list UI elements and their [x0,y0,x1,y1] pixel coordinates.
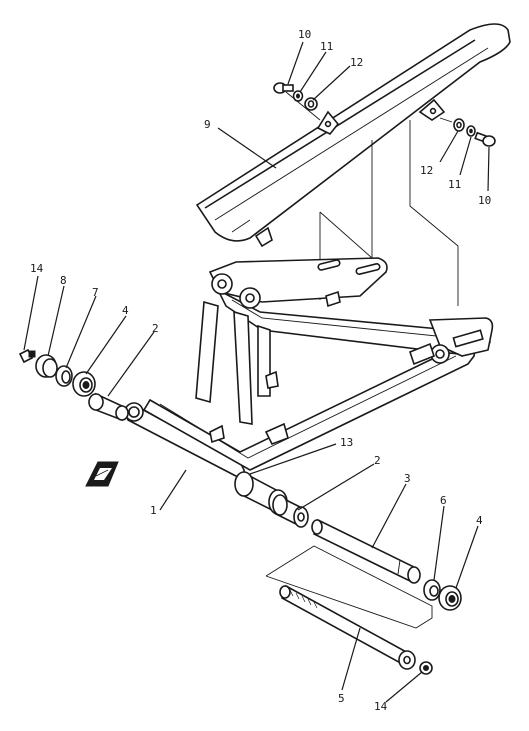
callout-14-left: 14 [30,262,44,275]
grommet-12-right [453,118,465,132]
callout-12-right: 12 [420,164,433,177]
bolt-10-left [273,82,294,94]
callout-11-left: 11 [320,40,333,53]
swingarm [124,257,494,478]
chain-case [195,23,511,248]
lower-bolt-5 [279,584,416,670]
callout-4-left: 4 [122,304,129,317]
left-pivot-stack [18,348,129,422]
grease-nipple-14-left [18,348,36,364]
thrust-cover-4-right [438,585,462,611]
washer-11-right [466,125,476,137]
callout-8: 8 [60,274,67,287]
callout-10-right: 10 [478,194,491,207]
callout-5: 5 [338,692,345,705]
thrust-cover-4-left [72,371,96,397]
callout-11-right: 11 [448,178,461,191]
seal-6 [423,579,441,601]
bush-2-right [272,494,309,528]
pivot-shaft-3 [311,518,421,584]
right-pivot-stack [234,471,462,611]
callout-7: 7 [92,286,99,299]
washer-11-left [292,90,304,102]
left-fastener-group [273,82,318,111]
callout-2-left: 2 [152,322,159,335]
front-direction-icon [85,461,119,487]
callout-4-right: 4 [476,514,483,527]
callout-9: 9 [204,118,211,131]
right-fastener-group [453,118,496,147]
callout-13: 13 [340,436,353,449]
leader-lines [23,41,490,703]
callout-12-left: 12 [350,56,363,69]
grommet-12-left [304,97,318,111]
seal-7 [55,365,73,387]
cap-8 [35,354,58,378]
callout-1: 1 [150,504,157,517]
callout-labels: 10 11 12 9 12 11 10 14 8 7 4 2 13 2 3 1 … [30,28,491,713]
callout-10-left: 10 [298,28,311,41]
bolt-10-right [474,131,496,147]
grease-nipple-14-right [419,661,433,675]
callout-6: 6 [440,494,447,507]
assembly-lines [265,91,459,629]
callout-2-right: 2 [374,454,381,467]
callout-14-right: 14 [374,700,388,713]
bush-2-left [88,392,129,422]
callout-3: 3 [404,472,411,485]
